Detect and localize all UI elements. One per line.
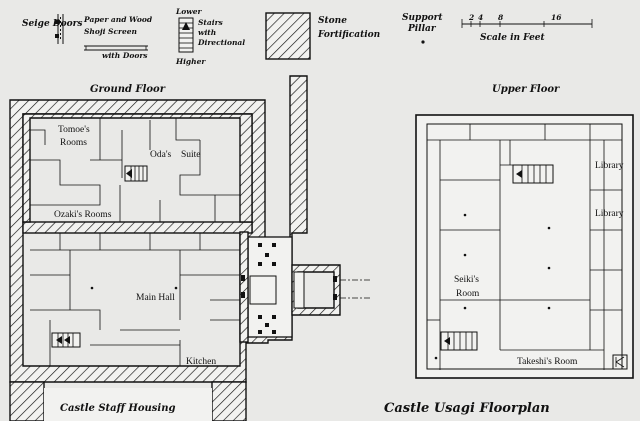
label-kitchen: Kitchen xyxy=(186,357,216,367)
legend-scale-bar: 2 4 8 16 Scale in Feet xyxy=(461,13,593,43)
legend-seige-doors: Seige Doors xyxy=(22,14,82,44)
svg-text:2: 2 xyxy=(468,13,474,22)
label-oda-suite: Oda's xyxy=(150,150,172,160)
label-tomoe-rooms: Tomoe's xyxy=(58,125,90,135)
label-tomoe-rooms-2: Rooms xyxy=(60,138,87,148)
stairs-oda-suite xyxy=(124,165,148,182)
svg-text:8: 8 xyxy=(498,13,504,22)
svg-text:Paper and Wood: Paper and Wood xyxy=(83,15,153,24)
ground-floor-title: Ground Floor xyxy=(90,84,166,95)
svg-text:Higher: Higher xyxy=(175,57,206,66)
legend-support-pillar: Support Pillar xyxy=(402,13,443,44)
legend-stone-fortification: Stone Fortification xyxy=(265,12,380,60)
svg-text:Support: Support xyxy=(402,13,443,23)
label-library-2: Library xyxy=(595,209,624,219)
svg-text:Stairs: Stairs xyxy=(198,18,224,27)
svg-text:Fortification: Fortification xyxy=(317,30,380,40)
svg-text:Scale in Feet: Scale in Feet xyxy=(480,33,546,43)
svg-text:with Doors: with Doors xyxy=(102,51,148,60)
pillars-upper-floor xyxy=(434,213,551,360)
legend-shoji-screen: Paper and Wood Shoji Screen with Doors xyxy=(83,15,153,60)
upper-floor-title: Upper Floor xyxy=(492,84,560,95)
stairs-upper-southwest xyxy=(440,331,478,351)
label-main-hall: Main Hall xyxy=(136,293,175,303)
label-seiki-room-2: Room xyxy=(456,289,480,299)
svg-text:4: 4 xyxy=(478,13,483,22)
ground-floor: Ground Floor xyxy=(9,75,372,421)
svg-text:Shoji Screen: Shoji Screen xyxy=(84,27,137,36)
svg-text:Pillar: Pillar xyxy=(407,24,437,34)
stairs-main-hall xyxy=(51,332,81,348)
pillars-main-hall xyxy=(90,286,178,290)
svg-text:Stone: Stone xyxy=(318,16,347,26)
artist-mark-icon xyxy=(612,354,628,370)
label-oda-suite-2: Suite xyxy=(181,150,201,160)
legend: Seige Doors Paper and Wood Shoji Screen … xyxy=(22,7,593,66)
svg-text:Lower: Lower xyxy=(175,7,203,16)
svg-text:Directional: Directional xyxy=(197,38,245,47)
label-takeshi-room: Takeshi's Room xyxy=(517,357,578,367)
svg-text:with: with xyxy=(198,28,216,37)
svg-text:Seige Doors: Seige Doors xyxy=(22,19,82,29)
stairs-upper-center xyxy=(512,164,554,184)
upper-floor: Upper Floor L xyxy=(415,84,634,379)
legend-stairs: Lower Stairs with Directional Higher xyxy=(175,7,245,66)
artist-mark-glyph xyxy=(615,356,625,368)
label-library-1: Library xyxy=(595,161,624,171)
svg-text:16: 16 xyxy=(551,13,562,22)
label-seiki-room: Seiki's xyxy=(454,275,479,285)
label-castle-staff-housing: Castle Staff Housing xyxy=(60,403,175,414)
label-ozaki-rooms: Ozaki's Rooms xyxy=(54,210,112,220)
map-title: Castle Usagi Floorplan xyxy=(384,401,550,416)
